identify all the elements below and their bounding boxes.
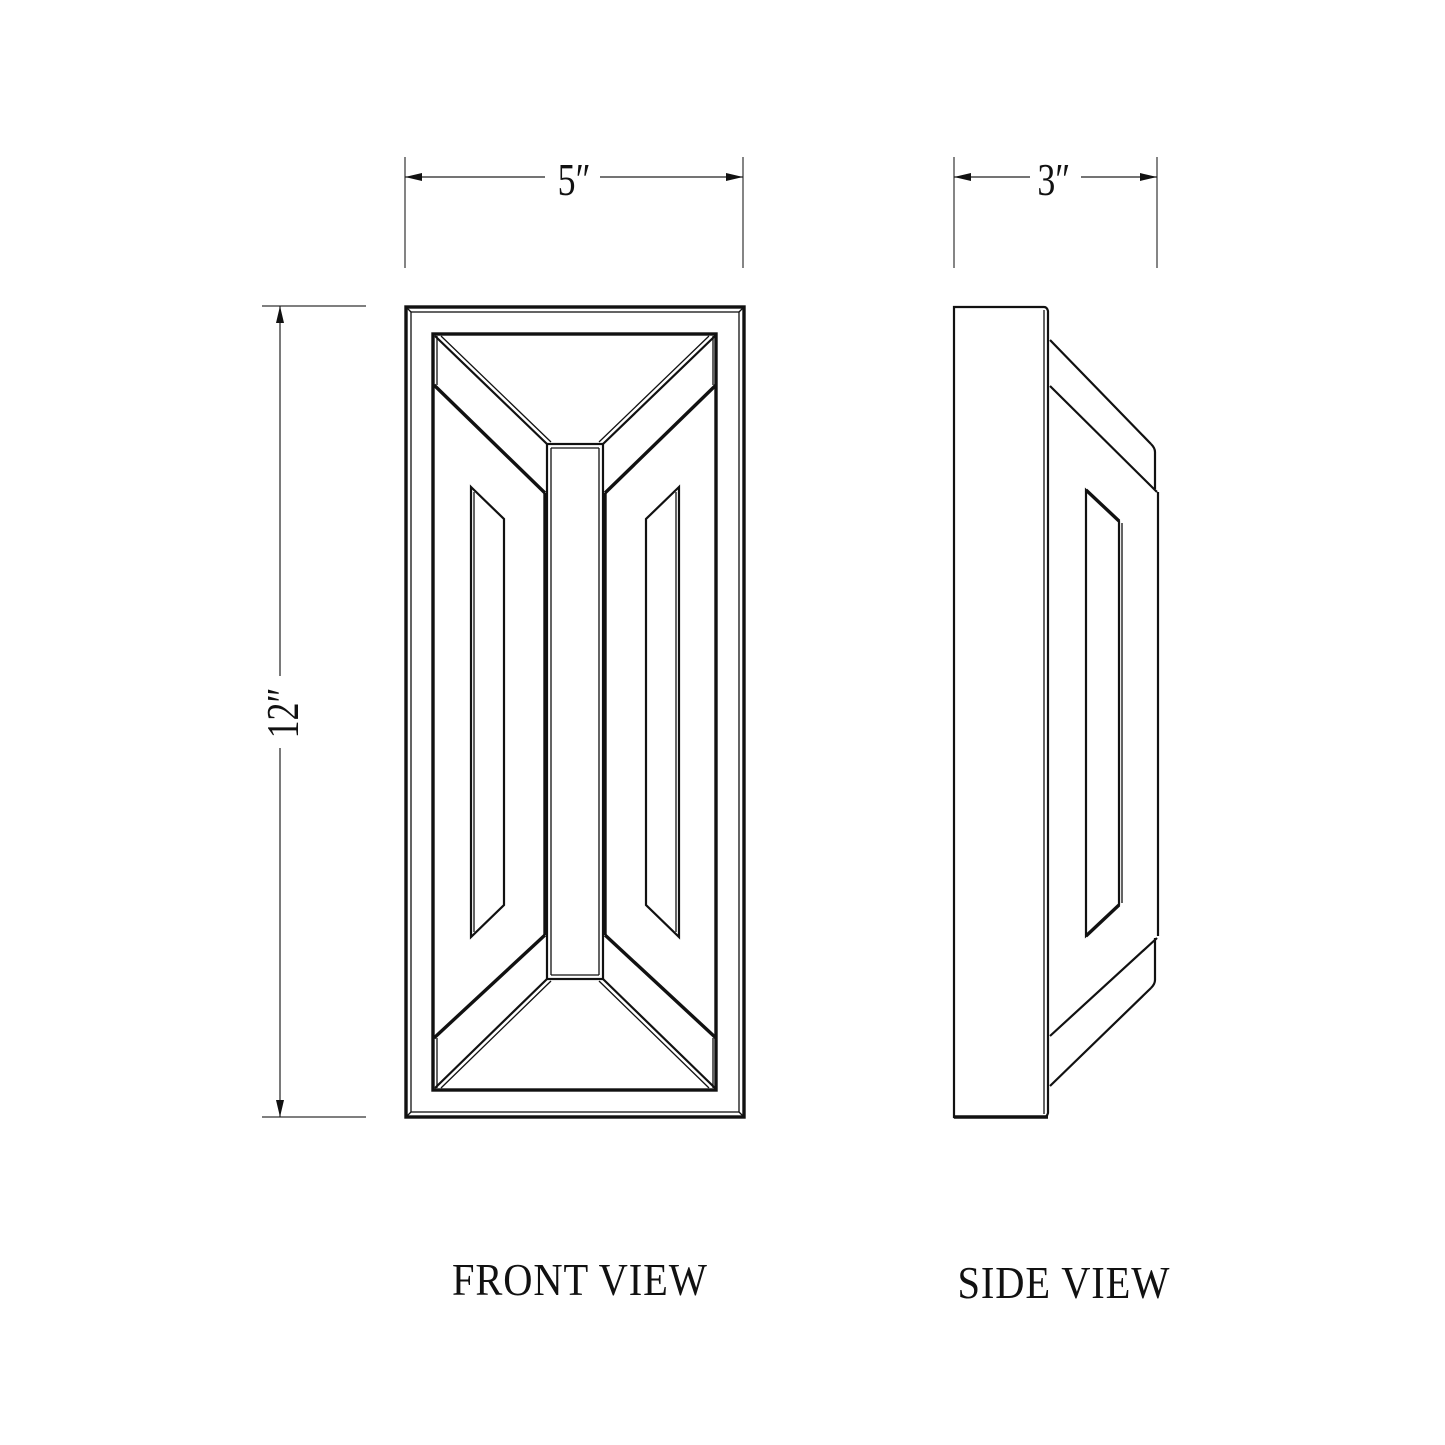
arrow-left-icon (405, 173, 422, 181)
arrow-left-icon (954, 173, 971, 181)
arrow-right-icon (1140, 173, 1157, 181)
front-width-dimension: 5″ (404, 154, 744, 268)
height-dimension: 12″ (257, 305, 366, 1118)
side-view-label: SIDE VIEW (958, 1258, 1171, 1309)
front-view-drawing (404, 305, 746, 1119)
height-label: 12″ (257, 688, 308, 739)
arrow-up-icon (276, 306, 284, 323)
arrow-right-icon (726, 173, 743, 181)
front-width-label: 5″ (558, 154, 591, 205)
side-view-drawing (952, 305, 1160, 1119)
side-depth-dimension: 3″ (953, 154, 1158, 268)
arrow-down-icon (276, 1100, 284, 1117)
front-view-label: FRONT VIEW (452, 1255, 708, 1306)
side-depth-label: 3″ (1037, 154, 1070, 205)
